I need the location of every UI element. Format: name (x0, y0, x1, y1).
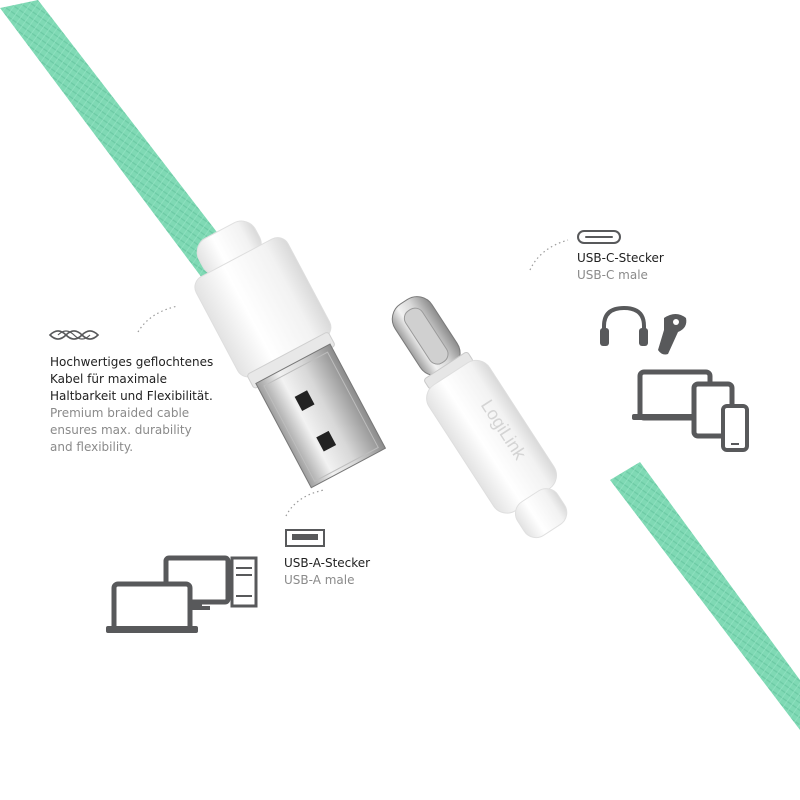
usb-c-subtitle: USB-C male (577, 268, 648, 282)
strain-relief-c (514, 488, 568, 539)
usb-c-cable (610, 462, 800, 730)
feature-line-de-3: Haltbarkeit und Flexibilität. (50, 389, 213, 403)
feature-line-de-2: Kabel für maximale (50, 372, 167, 386)
smartphone-icon (721, 404, 749, 452)
callout-line-usb-c (529, 239, 569, 271)
feature-line-en-1: Premium braided cable (50, 406, 190, 420)
callout-line-usb-a (285, 489, 325, 517)
headphones-icon (600, 305, 648, 346)
usb-a-label: USB-A-Stecker USB-A male (284, 555, 370, 589)
callout-line-feature (137, 305, 179, 333)
usb-c-label: USB-C-Stecker USB-C male (577, 250, 664, 284)
desktop-tower-icon (230, 556, 258, 608)
infinity-braid-icon (48, 330, 100, 340)
feature-line-en-3: and flexibility. (50, 440, 134, 454)
usb-c-connector: LogiLink (391, 296, 568, 539)
usb-a-cable (0, 0, 240, 282)
laptop-icon-left (106, 581, 198, 633)
usb-a-title: USB-A-Stecker (284, 556, 371, 570)
earbud-icon (658, 314, 687, 355)
usb-a-port-icon (285, 529, 325, 547)
usb-a-subtitle: USB-A male (284, 573, 355, 587)
usb-c-title: USB-C-Stecker (577, 251, 664, 265)
braided-cable-c (610, 462, 800, 730)
braided-cable-a (0, 0, 240, 282)
feature-line-en-2: ensures max. durability (50, 423, 192, 437)
feature-line-de-1: Hochwertiges geflochtenes (50, 355, 214, 369)
feature-description: Hochwertiges geflochtenes Kabel für maxi… (50, 354, 213, 456)
usb-c-port-icon (577, 230, 621, 244)
usb-a-connector (194, 220, 387, 489)
usb-a-plug (255, 343, 387, 489)
